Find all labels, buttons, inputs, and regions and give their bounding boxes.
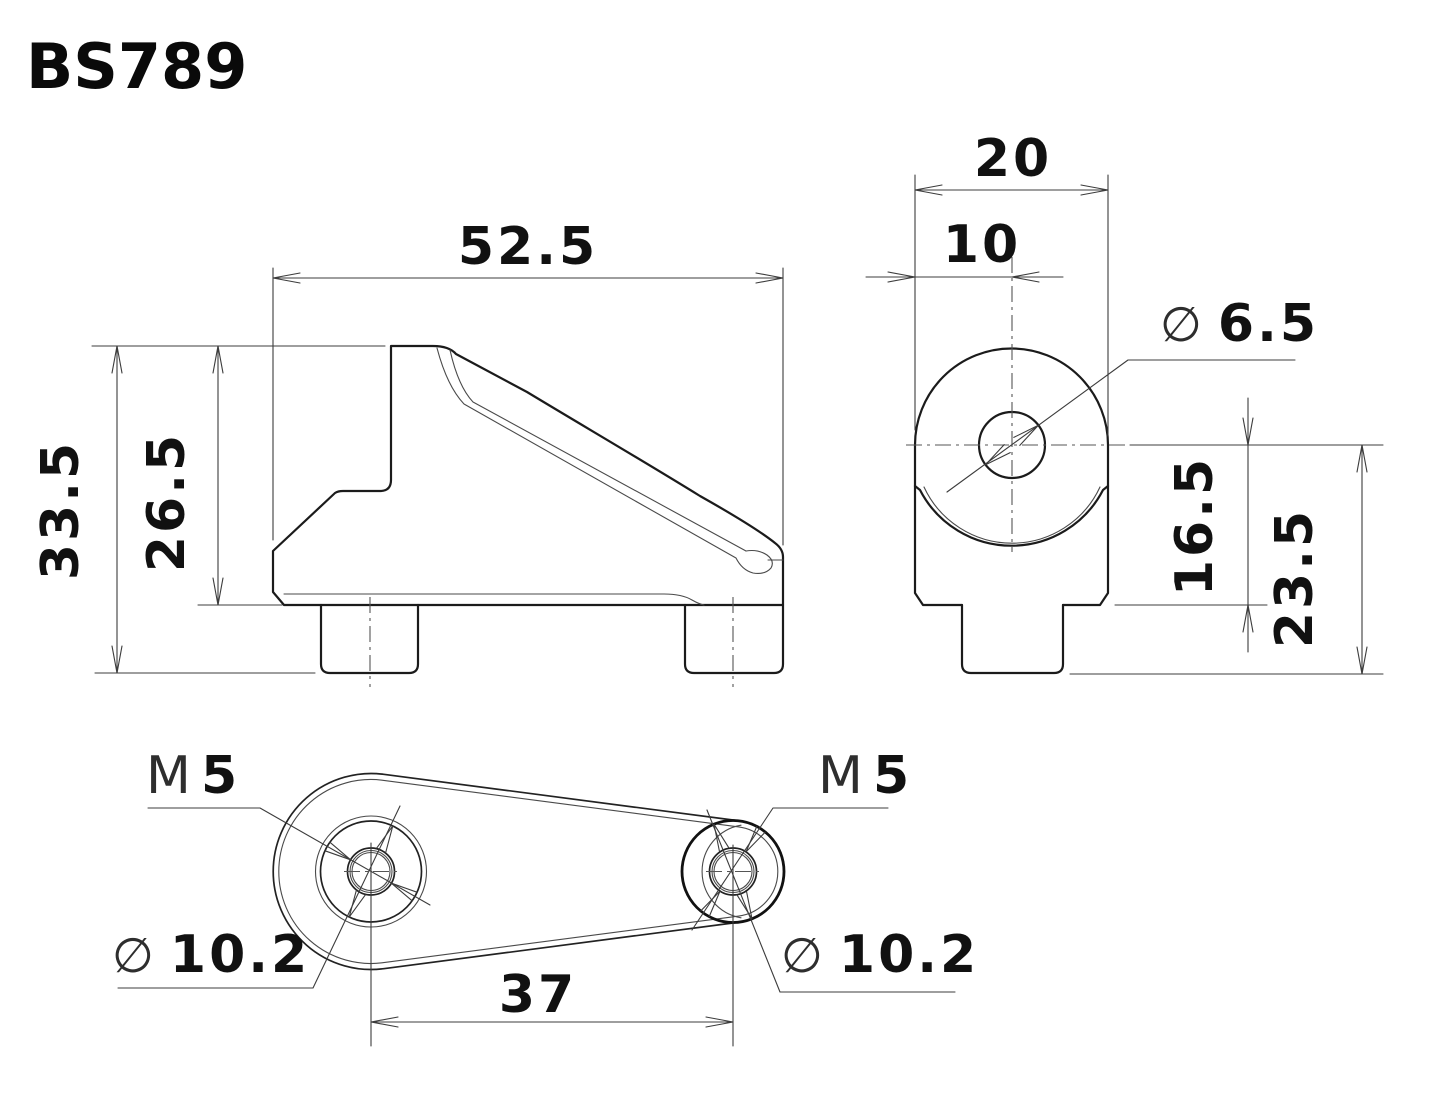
- dim-front-hole-offset-label: 10: [943, 215, 1021, 275]
- plan-teardrop-inner-edge: [278, 779, 779, 964]
- callout-cbore-left: ∅ 10.2: [112, 805, 401, 989]
- side-view-dimensions: 52.5 33.5 26.5: [31, 217, 784, 674]
- dim-23-5: 23.5: [1069, 444, 1384, 675]
- diameter-symbol: ∅: [1160, 297, 1203, 353]
- dim-20: 20: [914, 129, 1109, 437]
- dim-front-hole-dia-label: ∅ 6.5: [1160, 294, 1319, 354]
- dim-dia-6-5: ∅ 6.5: [946, 294, 1319, 493]
- thread-label-right: M 5: [818, 746, 912, 806]
- side-view: [271, 344, 785, 687]
- dim-side-width-label: 52.5: [458, 217, 598, 277]
- dim-16-5: 16.5: [1114, 397, 1268, 653]
- side-ramp-edge-b: [449, 349, 747, 552]
- plan-view-dimensions: M 5 M 5 ∅ 10.2 ∅: [112, 746, 979, 1028]
- dim-10: 10: [865, 215, 1064, 283]
- dim-front-overall-depth-label: 23.5: [1265, 508, 1325, 648]
- plan-right-boss-chamfer: [701, 824, 742, 919]
- dim-26-5: 26.5: [137, 345, 283, 606]
- front-saddle-arc: [913, 484, 1110, 547]
- cbore-label-left: ∅ 10.2: [112, 925, 310, 985]
- side-foot-right: [683, 603, 785, 675]
- cbore-label-right: ∅ 10.2: [781, 925, 979, 985]
- callout-m5-right: M 5: [691, 746, 912, 931]
- callout-cbore-right: ∅ 10.2: [706, 809, 979, 993]
- dim-front-saddle-depth-label: 16.5: [1165, 456, 1225, 596]
- side-foot-left: [319, 603, 420, 675]
- side-base-chamfer-line: [283, 593, 705, 606]
- front-view: [906, 257, 1128, 675]
- part-number: BS789: [26, 30, 247, 103]
- dim-side-body-height-label: 26.5: [137, 432, 197, 572]
- front-stem: [960, 603, 1065, 675]
- dim-front-width-label: 20: [974, 129, 1052, 189]
- dim-37: 37: [370, 965, 734, 1028]
- front-view-dimensions: 20 10 ∅ 6.5 16.5 23.5: [865, 129, 1384, 675]
- callout-m5-left: M 5: [146, 746, 431, 906]
- thread-label-left: M 5: [146, 746, 240, 806]
- dim-plan-hole-spacing-label: 37: [499, 965, 577, 1025]
- side-view-outline: [271, 344, 785, 607]
- dim-52-5: 52.5: [272, 217, 784, 546]
- side-ramp-edge-a: [436, 347, 773, 574]
- dim-33-5: 33.5: [31, 345, 386, 674]
- dim-side-total-height-label: 33.5: [31, 440, 91, 580]
- plan-view: [272, 772, 786, 1047]
- front-saddle-inner-arc: [923, 486, 1101, 544]
